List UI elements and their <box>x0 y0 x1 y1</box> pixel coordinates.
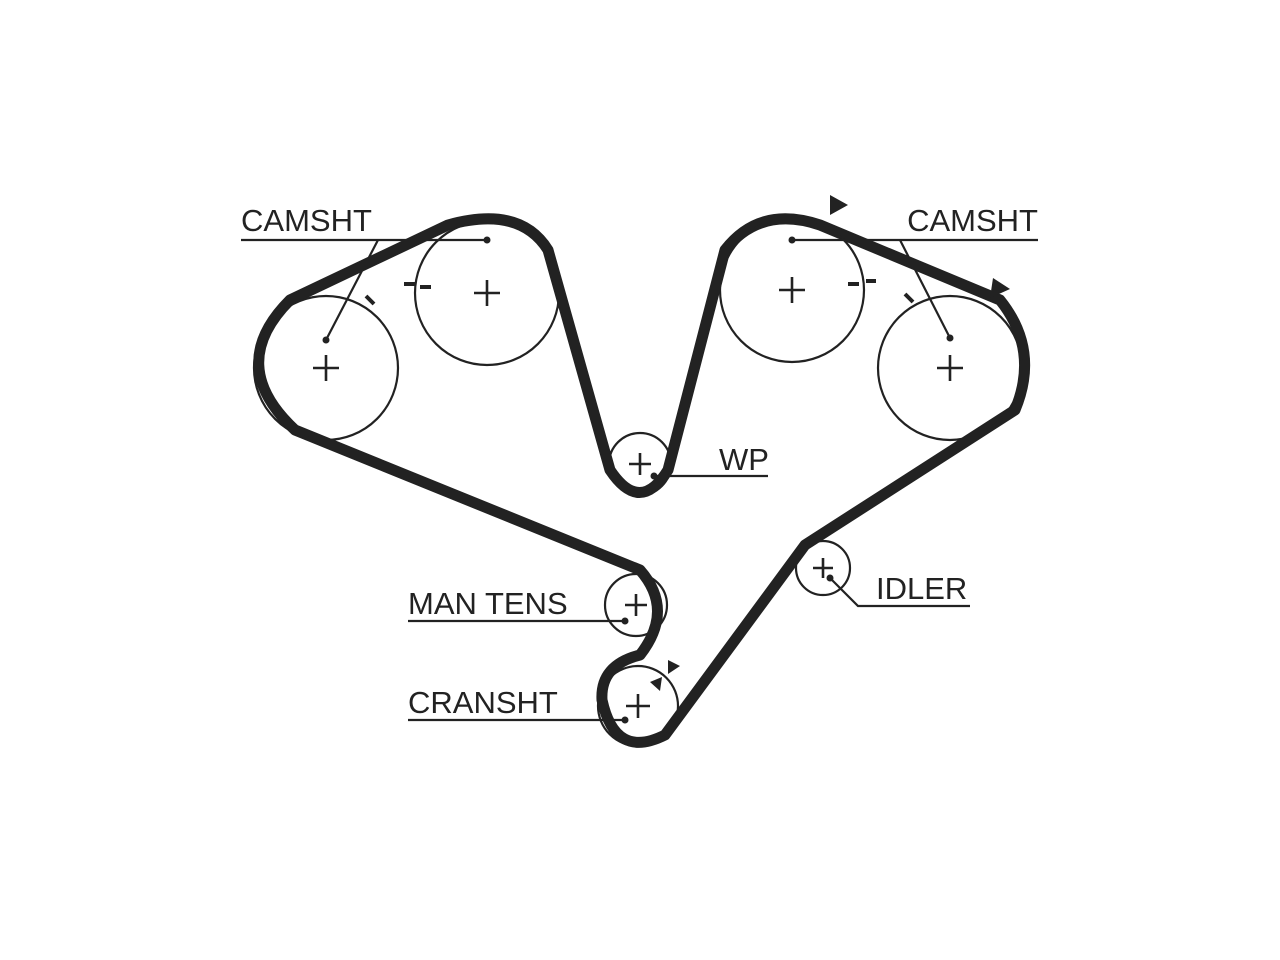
manual-tensioner-label: MAN TENS <box>408 586 568 621</box>
idler-label: IDLER <box>876 571 967 606</box>
timing-mark-left-outer <box>364 294 376 306</box>
crankshaft-label: CRANSHT <box>408 685 558 720</box>
water-pump-pulley <box>607 431 673 497</box>
water-pump-label: WP <box>719 442 769 477</box>
camshaft-left-outer-pulley <box>252 294 400 442</box>
camshaft-right-leader <box>788 236 1038 342</box>
camshaft-right-label: CAMSHT <box>907 203 1038 238</box>
idler-pulley <box>794 539 852 597</box>
direction-arrow-crank-outer <box>668 660 680 674</box>
camshaft-left-label: CAMSHT <box>241 203 372 238</box>
manual-tensioner-leader <box>408 617 629 625</box>
crankshaft-pulley <box>596 664 680 748</box>
camshaft-left-inner-pulley <box>413 219 561 367</box>
timing-belt <box>253 213 1031 748</box>
camshaft-right-inner-pulley <box>718 216 866 364</box>
timing-mark-right-outer <box>903 292 915 304</box>
water-pump-leader <box>650 472 768 480</box>
direction-arrow-crank-inner <box>650 677 662 691</box>
idler-leader <box>826 574 970 608</box>
manual-tensioner-pulley <box>603 572 669 638</box>
camshaft-right-outer-pulley <box>876 294 1024 442</box>
direction-arrow-top-right <box>830 195 848 215</box>
direction-arrow-right <box>990 278 1010 298</box>
crankshaft-leader <box>408 716 629 724</box>
camshaft-left-leader <box>241 236 491 344</box>
